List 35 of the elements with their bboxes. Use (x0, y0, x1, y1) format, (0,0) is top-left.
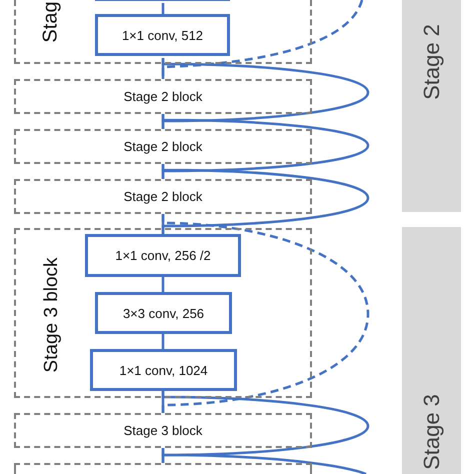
block-label: Stag (40, 1, 62, 43)
layer-label: 1×1 conv, 512 (122, 28, 204, 42)
layer-label: 3×3 conv, 256 (122, 306, 204, 320)
stage-band (402, 0, 461, 212)
stage-label: Stage 2 (419, 24, 445, 100)
connector-line (162, 334, 164, 349)
conv-box (95, 292, 232, 334)
connector-line (162, 391, 370, 463)
stage-block-container (14, 228, 312, 398)
stage-label: Stage 3 (419, 394, 445, 470)
conv-box (95, 14, 230, 56)
connector-line (162, 58, 370, 129)
block-box (14, 179, 312, 214)
block-label: Stage 2 block (124, 189, 202, 204)
skip-connection (162, 0, 364, 79)
block-box (14, 463, 312, 474)
conv-box (90, 349, 237, 391)
conv-box (85, 234, 241, 277)
layer-label: 1×1 conv, 256 /2 (115, 248, 211, 263)
connector-line (162, 277, 164, 292)
block-box (14, 413, 312, 448)
block-label: Stage 3 block (41, 257, 63, 373)
connector-line (162, 164, 370, 234)
block-box (14, 79, 312, 114)
connector-line (162, 114, 370, 179)
layer-label: 1×1 conv, 1024 (119, 362, 208, 378)
stage-band (402, 227, 461, 474)
block-label: Stage 2 block (124, 89, 202, 104)
connector-line (162, 448, 366, 474)
block-label: Stage 2 block (124, 139, 202, 154)
skip-connection (162, 214, 370, 413)
block-label: Stage 3 block (124, 423, 202, 438)
stage-block-container (14, 0, 312, 64)
block-box (14, 129, 312, 164)
connector-line (162, 3, 164, 16)
